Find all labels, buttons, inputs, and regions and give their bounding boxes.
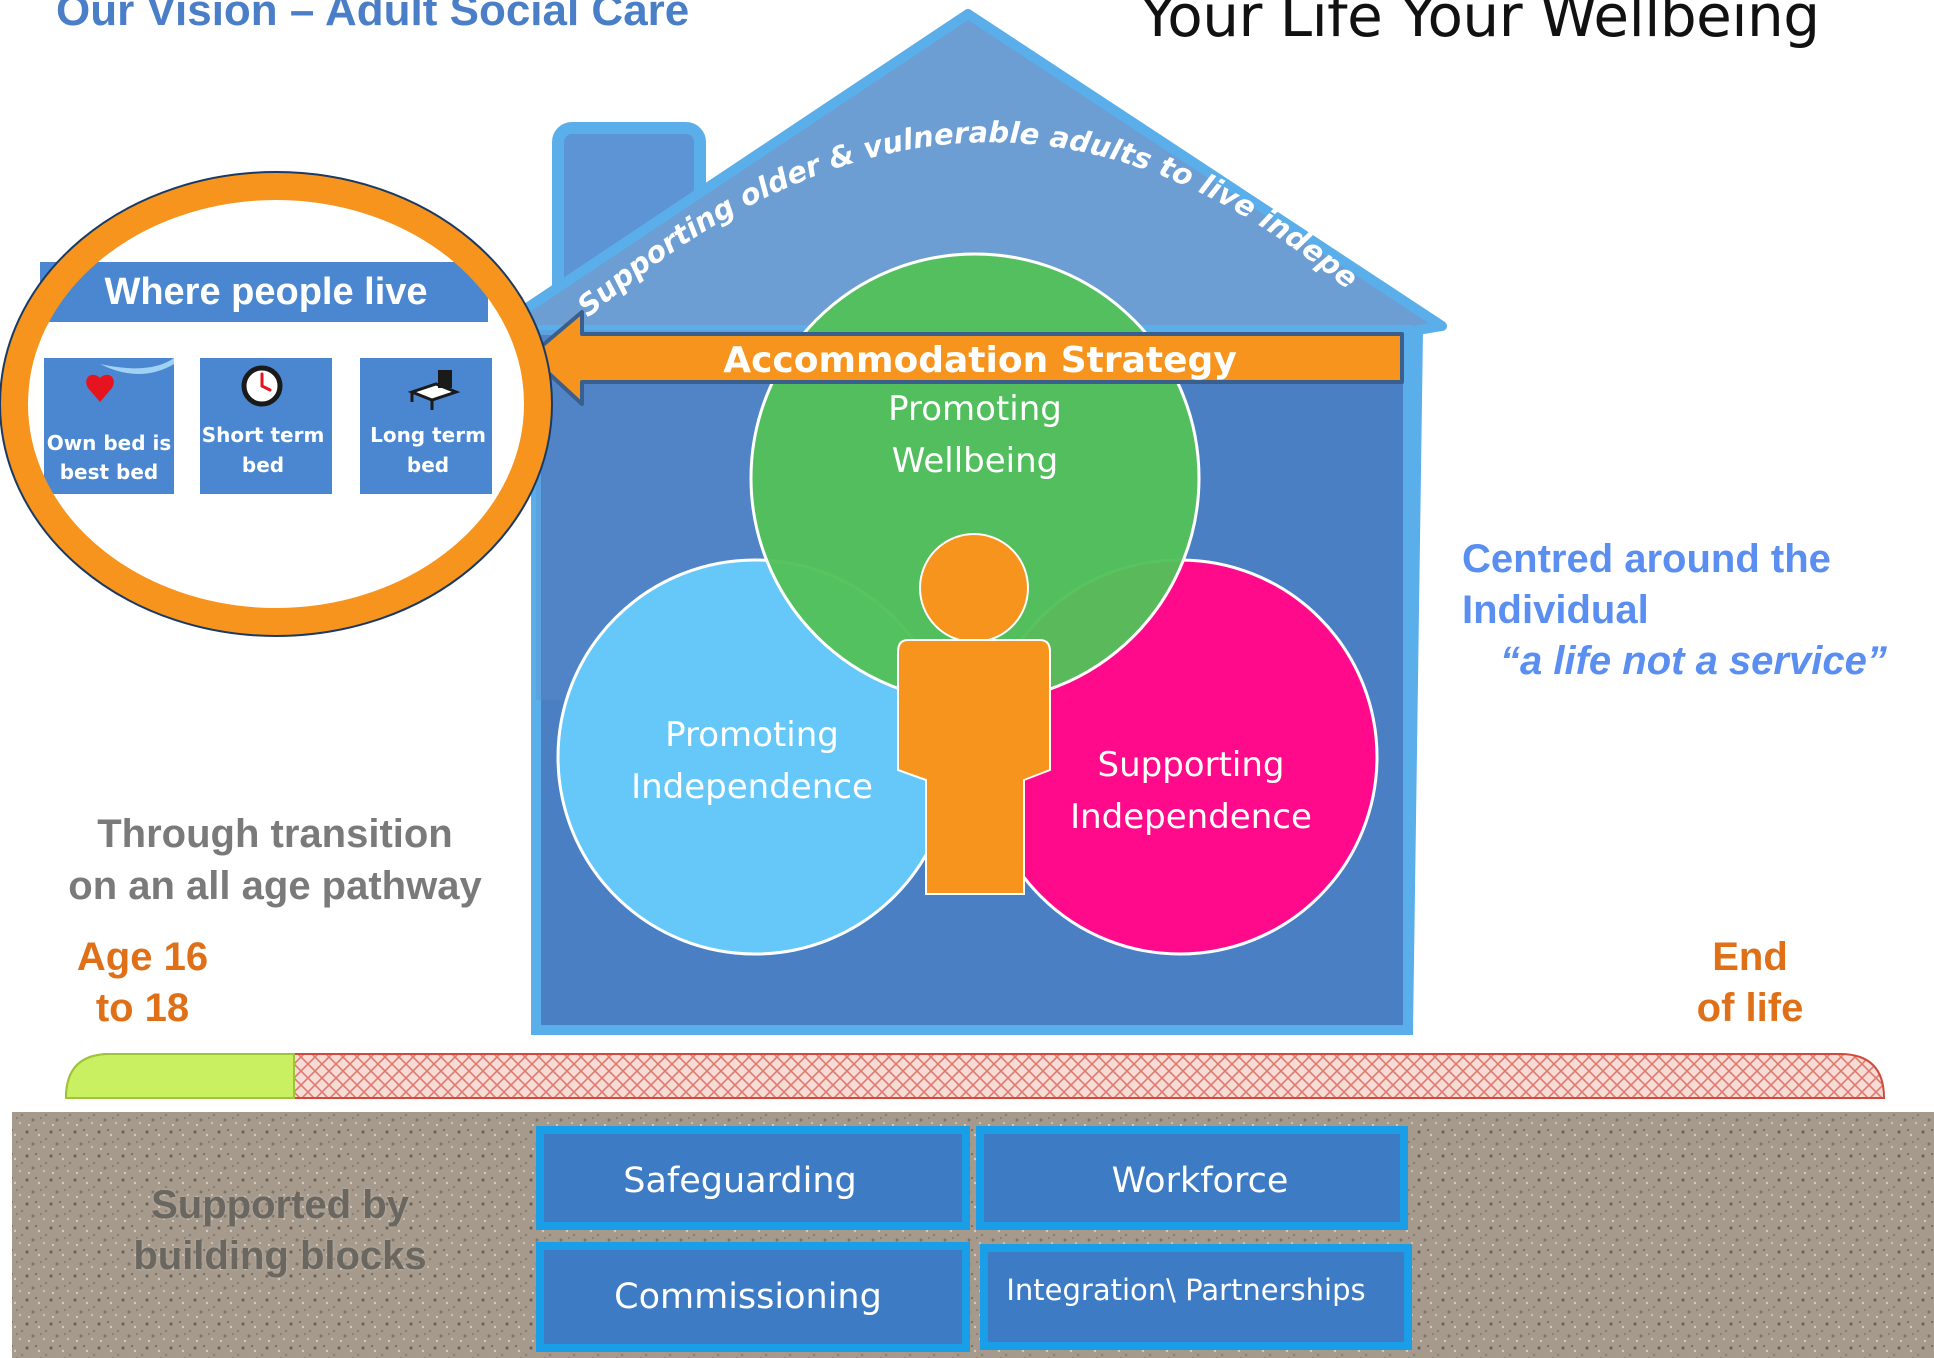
tile-own-bed-label-2: best bed	[60, 460, 159, 484]
block-integration-label: Integration\ Partnerships	[1006, 1273, 1365, 1307]
vision-title: Our Vision – Adult Social Care	[56, 0, 690, 35]
block-commissioning-label: Commissioning	[614, 1277, 882, 1317]
block-workforce-label: Workforce	[1112, 1161, 1289, 1201]
promoting-independence-label-1: Promoting	[665, 715, 839, 755]
block-safeguarding	[536, 1126, 970, 1230]
bed-icon	[407, 370, 461, 410]
age-pathway-bar	[64, 1053, 1886, 1099]
accommodation-arrow	[528, 310, 1404, 406]
tile-long-term-label-1: Long term	[370, 423, 486, 447]
supporting-independence-label-2: Independence	[1070, 797, 1312, 837]
tile-long-term-label-2: bed	[407, 453, 449, 477]
age-line-2: to 18	[95, 986, 190, 1030]
tile-long-term	[360, 358, 492, 494]
block-safeguarding-label: Safeguarding	[623, 1161, 856, 1201]
age-line-1: Age 16	[76, 935, 209, 979]
centred-quote: “a life not a service”	[1500, 639, 1887, 683]
where-people-live-header: Where people live	[104, 271, 427, 313]
building-blocks	[536, 1126, 1412, 1352]
supporting-independence-label-1: Supporting	[1098, 745, 1285, 785]
clock-icon	[241, 365, 283, 407]
promoting-independence-label-2: Independence	[631, 767, 873, 807]
block-workforce	[976, 1126, 1408, 1230]
transition-line-1: Through transition	[97, 812, 453, 856]
tile-short-term-label-2: bed	[242, 453, 284, 477]
end-line-1: End	[1712, 935, 1788, 979]
heart-icon	[86, 374, 114, 402]
block-integration	[980, 1244, 1412, 1350]
block-commissioning	[536, 1242, 970, 1352]
centred-around-individual: Centred around the Individual “a life no…	[1462, 534, 1887, 687]
wellbeing-label-2: Wellbeing	[892, 441, 1059, 481]
accommodation-strategy-label: Accommodation Strategy	[723, 340, 1237, 381]
transition-line-2: on an all age pathway	[68, 864, 482, 908]
age-label: Age 16 to 18	[60, 932, 225, 1034]
supported-line-2: building blocks	[133, 1234, 427, 1278]
where-people-live-callout	[0, 171, 553, 637]
transition-text: Through transition on an all age pathway	[30, 808, 520, 912]
person-icon	[897, 533, 1051, 895]
supported-by-building-blocks: Supported by building blocks	[100, 1180, 460, 1282]
centred-line-2: Individual	[1462, 588, 1649, 632]
tile-own-bed-label-1: Own bed is	[47, 431, 172, 455]
centred-line-1: Centred around the	[1462, 537, 1831, 581]
wellbeing-label-1: Promoting	[888, 389, 1062, 429]
end-of-life-label: End of life	[1680, 932, 1820, 1034]
supported-line-1: Supported by	[151, 1183, 409, 1227]
wellbeing-title: Your Life Your Wellbeing	[1140, 0, 1820, 50]
ground-gravel	[12, 1112, 1934, 1358]
end-line-2: of life	[1696, 986, 1804, 1030]
tile-short-term-label-1: Short term	[202, 423, 325, 447]
